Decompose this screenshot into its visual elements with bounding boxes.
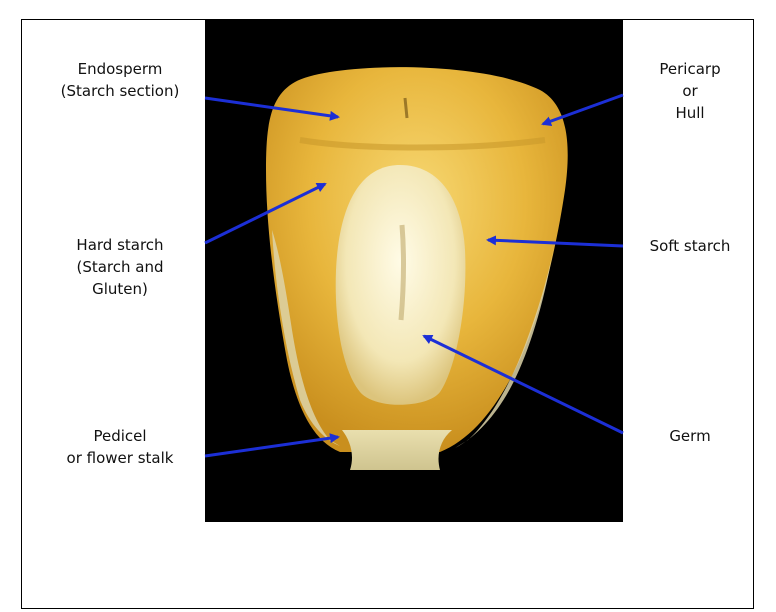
germ-embryo-axis (401, 225, 403, 320)
pedicel-stalk (342, 430, 452, 470)
hard-starch-label: Hard starch (Starch and Gluten) (40, 234, 200, 300)
germ (336, 165, 466, 405)
germ-label: Germ (630, 425, 750, 447)
pedicel-label: Pedicel or flower stalk (40, 425, 200, 469)
soft-starch-label: Soft starch (630, 235, 750, 257)
pericarp-label: Pericarp or Hull (630, 58, 750, 124)
endosperm-label: Endosperm (Starch section) (40, 58, 200, 102)
crown-notch (405, 98, 407, 118)
